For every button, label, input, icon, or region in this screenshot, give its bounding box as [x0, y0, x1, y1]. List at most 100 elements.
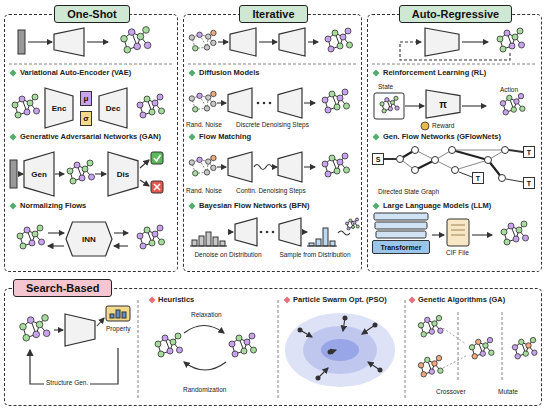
atom [390, 100, 394, 104]
atom [177, 347, 183, 353]
atom [34, 108, 40, 114]
annotation: Denoise on Distribution [186, 251, 270, 258]
atom [74, 162, 80, 168]
atom [388, 107, 392, 111]
structure-graph [17, 225, 45, 249]
state-link [506, 179, 523, 182]
atom [438, 328, 443, 333]
atom [329, 91, 335, 97]
atom [175, 333, 181, 339]
atom [140, 243, 146, 249]
arrow [95, 173, 106, 174]
section-title: Bayesian Flow Networks (BFN) [199, 202, 309, 211]
atom [438, 368, 443, 373]
atom [158, 351, 164, 357]
panel-heading: Search-Based [13, 279, 112, 297]
category-panel: Auto-RegressiveπSTTTTransformer [367, 14, 542, 272]
fitness-contour [285, 313, 395, 387]
atom [353, 221, 356, 224]
network-block: Gen [24, 152, 54, 196]
atom [23, 334, 30, 341]
atom [501, 229, 507, 235]
sample-tilde [338, 231, 350, 235]
cross-mark [154, 184, 160, 190]
latent-bar [18, 30, 25, 54]
fitness-contour [321, 339, 359, 361]
atom [344, 167, 350, 173]
annotation: State [378, 83, 393, 90]
structure-graph [497, 28, 525, 52]
axis [307, 246, 337, 247]
annotation: Rand. Noise [186, 187, 222, 194]
state [452, 167, 459, 174]
atom [508, 223, 514, 229]
state-box [374, 93, 404, 119]
fitness-contour [303, 326, 377, 374]
artwork [9, 27, 537, 400]
block-label: Dec [106, 104, 121, 113]
state [412, 147, 419, 154]
dot [272, 231, 275, 234]
network-block [279, 218, 301, 246]
arrow [55, 173, 64, 174]
arrow [48, 245, 64, 246]
atom [27, 100, 33, 106]
atom [70, 178, 76, 184]
atom [211, 30, 216, 35]
atom [206, 34, 211, 39]
annotation: Directed State Graph [378, 188, 439, 195]
atom [159, 108, 165, 114]
atom [162, 335, 168, 341]
atom [512, 34, 518, 40]
arrow [140, 160, 149, 168]
section-title: Reinforcement Learning (RL) [383, 69, 486, 78]
arrow [304, 166, 315, 167]
arrow [308, 41, 318, 42]
atom [332, 30, 338, 36]
annotation: Property [106, 325, 131, 332]
particle [328, 350, 333, 355]
network-block: Enc [45, 88, 73, 128]
separator [372, 64, 537, 65]
arrow [87, 41, 108, 42]
network-block: T [523, 177, 535, 189]
network-block [278, 88, 302, 118]
atom [15, 112, 21, 118]
atom [519, 339, 524, 344]
structure-graph [322, 89, 350, 113]
atom [19, 96, 25, 102]
arrow [48, 232, 64, 233]
block-label: INN [82, 235, 96, 244]
atom [532, 350, 537, 355]
atom [149, 109, 155, 115]
atom [483, 343, 488, 348]
structure-graph [121, 27, 151, 53]
separator [9, 64, 173, 65]
structure-graph [229, 333, 257, 357]
panel-heading: Auto-Regressive [399, 5, 512, 23]
structure-graph [12, 94, 40, 118]
atom [32, 231, 38, 237]
bullet [284, 297, 291, 304]
random-arrow [184, 362, 226, 370]
property-bar [110, 314, 114, 318]
bar [206, 232, 211, 246]
atom [515, 354, 520, 359]
atom [352, 226, 355, 229]
atom [500, 46, 506, 52]
structure-graph [189, 91, 216, 112]
bullet [373, 134, 380, 141]
network-block: Dec [99, 88, 127, 128]
section-title: Heuristics [158, 296, 194, 305]
block-label: Enc [52, 104, 67, 113]
atom [512, 345, 517, 350]
atom [193, 46, 198, 51]
bullet [189, 203, 196, 210]
atom [509, 43, 515, 49]
state-link [452, 150, 488, 160]
state-link [452, 150, 505, 151]
state [412, 167, 419, 174]
block-label: σ [83, 114, 88, 123]
network-block: Transformer [372, 240, 430, 254]
relax-arrow [184, 326, 224, 334]
